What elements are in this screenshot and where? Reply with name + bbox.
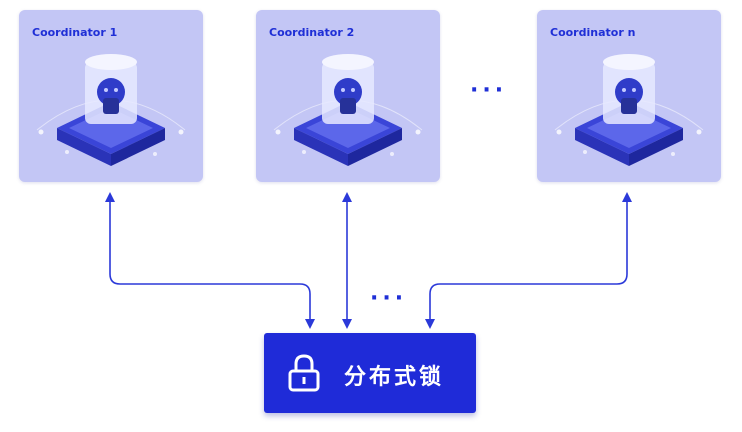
- coordinator-card-1: Coordinator 1: [19, 10, 203, 182]
- connector-left: [105, 192, 315, 329]
- coordinator-title: Coordinator 1: [32, 26, 118, 39]
- coordinator-card-2: Coordinator 2: [256, 10, 440, 182]
- padlock-icon: [288, 354, 320, 392]
- database-server-icon: [554, 54, 704, 166]
- distributed-lock-box: 分布式锁: [264, 333, 476, 413]
- ellipsis-bottom: ···: [370, 286, 408, 311]
- coordinator-title: Coordinator n: [550, 26, 636, 39]
- database-server-icon: [273, 54, 423, 166]
- connector-right: [425, 192, 632, 329]
- ellipsis-top: ···: [470, 78, 508, 103]
- coordinator-title: Coordinator 2: [269, 26, 355, 39]
- lock-label: 分布式锁: [344, 365, 445, 390]
- coordinator-card-n: Coordinator n: [537, 10, 721, 182]
- database-server-icon: [36, 54, 186, 166]
